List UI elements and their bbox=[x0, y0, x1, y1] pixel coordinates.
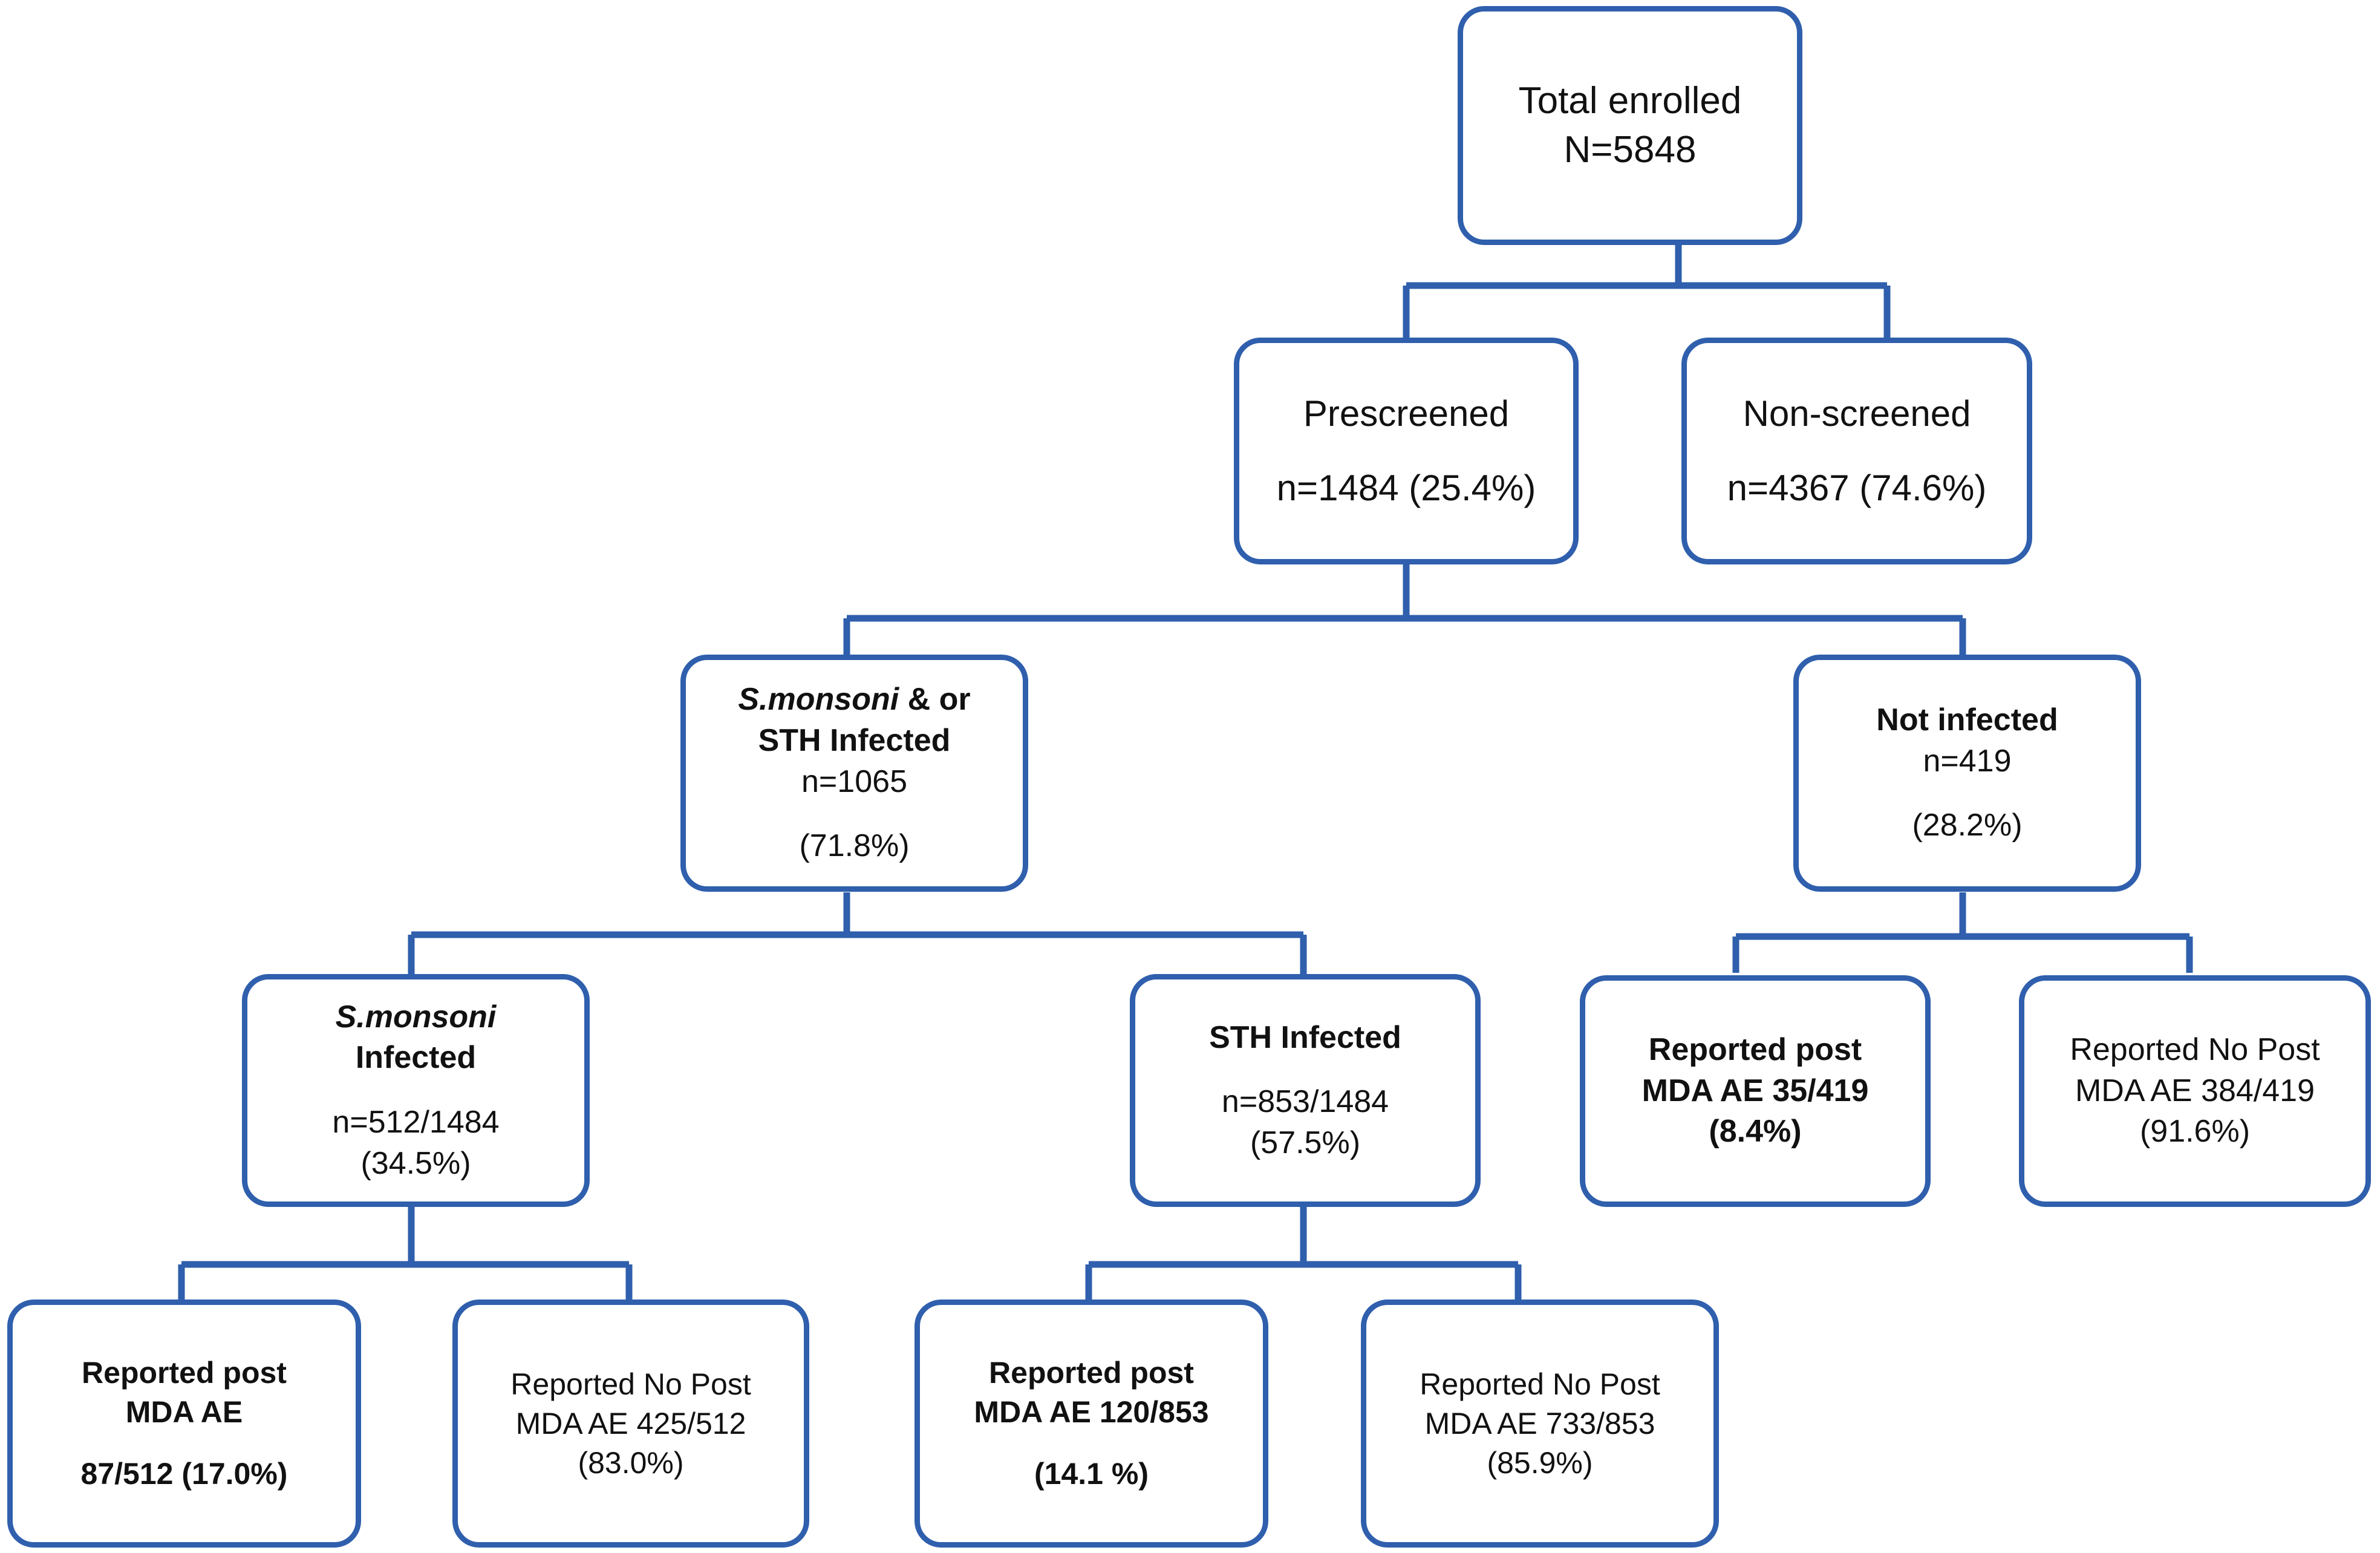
node-line: MDA AE 120/853 bbox=[974, 1394, 1209, 1429]
node-sm-or-sth-infected[interactable]: S.monsoni & or STH Infected n=1065 (71.8… bbox=[680, 655, 1028, 892]
node-line: STH Infected bbox=[758, 722, 951, 758]
connector-sth-to-row5 bbox=[1085, 1207, 1522, 1300]
node-line-gap bbox=[694, 802, 1014, 826]
node-line: Non-screened bbox=[1743, 393, 1971, 434]
node-line: n=853/1484 bbox=[1221, 1084, 1389, 1120]
node-line: Total enrolled bbox=[1518, 79, 1742, 122]
node-line: n=1065 bbox=[801, 763, 907, 799]
node-line: Not infected bbox=[1876, 702, 2058, 738]
node-line: Reported post bbox=[1648, 1032, 1862, 1068]
node-line: (57.5%) bbox=[1250, 1125, 1361, 1160]
connector-infected-to-row4 bbox=[408, 892, 1307, 974]
node-line: (83.0%) bbox=[578, 1445, 684, 1480]
connector-prescreened-to-row3 bbox=[843, 563, 1966, 655]
node-line: Reported post bbox=[82, 1355, 287, 1390]
node-line-gap bbox=[256, 1079, 576, 1102]
connector-sm-to-row5 bbox=[178, 1207, 633, 1300]
node-sm-infected[interactable]: S.monsoni Infected n=512/1484 (34.5%) bbox=[242, 974, 590, 1207]
node-line: Reported No Post bbox=[510, 1367, 751, 1401]
node-total-enrolled[interactable]: Total enrolled N=5848 bbox=[1458, 6, 1802, 245]
node-line: (14.1 %) bbox=[1034, 1457, 1149, 1491]
node-sth-infected[interactable]: STH Infected n=853/1484 (57.5%) bbox=[1130, 974, 1481, 1207]
node-line: MDA AE 384/419 bbox=[2075, 1073, 2315, 1108]
node-line: N=5848 bbox=[1563, 128, 1697, 171]
node-line: 87/512 (17.0%) bbox=[80, 1457, 288, 1491]
node-line-suffix: & or bbox=[899, 682, 971, 718]
node-line-gap bbox=[1807, 782, 2127, 805]
node-sth-no-ae[interactable]: Reported No Post MDA AE 733/853 (85.9%) bbox=[1361, 1300, 1719, 1548]
node-line-gap bbox=[928, 1432, 1254, 1455]
node-line: Infected bbox=[355, 1040, 477, 1076]
node-line: Reported post bbox=[989, 1355, 1194, 1390]
node-line: Reported No Post bbox=[2070, 1032, 2320, 1068]
node-line-gap bbox=[1695, 437, 2018, 465]
node-line: n=4367 (74.6%) bbox=[1727, 468, 1987, 508]
node-not-infected-no-ae[interactable]: Reported No Post MDA AE 384/419 (91.6%) bbox=[2019, 975, 2371, 1207]
node-line: (34.5%) bbox=[360, 1145, 471, 1181]
node-line: (91.6%) bbox=[2139, 1114, 2251, 1149]
node-sth-reported-ae[interactable]: Reported post MDA AE 120/853 (14.1 %) bbox=[915, 1300, 1268, 1548]
node-line: (8.4%) bbox=[1709, 1114, 1802, 1149]
node-non-screened[interactable]: Non-screened n=4367 (74.6%) bbox=[1681, 338, 2032, 564]
node-line: (28.2%) bbox=[1912, 808, 2023, 843]
node-line: STH Infected bbox=[1209, 1019, 1401, 1055]
node-line: n=1484 (25.4%) bbox=[1276, 468, 1536, 508]
node-line: S.monsoni & or bbox=[694, 679, 1014, 721]
node-line: MDA AE 733/853 bbox=[1424, 1406, 1655, 1440]
node-line-gap bbox=[1248, 437, 1565, 465]
node-line: S.monsoni bbox=[335, 999, 497, 1035]
node-line-gap bbox=[21, 1432, 347, 1455]
species-name-italic: S.monsoni bbox=[738, 682, 899, 718]
node-line: MDA AE 425/512 bbox=[515, 1406, 746, 1440]
node-line: MDA AE 35/419 bbox=[1642, 1073, 1869, 1108]
node-line: MDA AE bbox=[125, 1394, 243, 1429]
connector-notinfected-to-row4 bbox=[1732, 892, 2193, 973]
node-line: n=419 bbox=[1923, 743, 2012, 779]
node-prescreened[interactable]: Prescreened n=1484 (25.4%) bbox=[1234, 338, 1579, 564]
node-line: (85.9%) bbox=[1487, 1445, 1593, 1480]
node-line: Prescreened bbox=[1303, 393, 1510, 434]
node-line: Reported No Post bbox=[1420, 1367, 1660, 1401]
node-not-infected-reported-ae[interactable]: Reported post MDA AE 35/419 (8.4%) bbox=[1580, 975, 1931, 1207]
node-sm-no-ae[interactable]: Reported No Post MDA AE 425/512 (83.0%) bbox=[452, 1300, 809, 1548]
node-sm-reported-ae[interactable]: Reported post MDA AE 87/512 (17.0%) bbox=[7, 1300, 361, 1548]
node-line: (71.8%) bbox=[799, 828, 910, 864]
node-not-infected[interactable]: Not infected n=419 (28.2%) bbox=[1793, 655, 2141, 892]
connector-root-to-row2 bbox=[1403, 242, 1891, 338]
node-line-gap bbox=[1144, 1058, 1467, 1082]
node-line: n=512/1484 bbox=[332, 1105, 500, 1140]
